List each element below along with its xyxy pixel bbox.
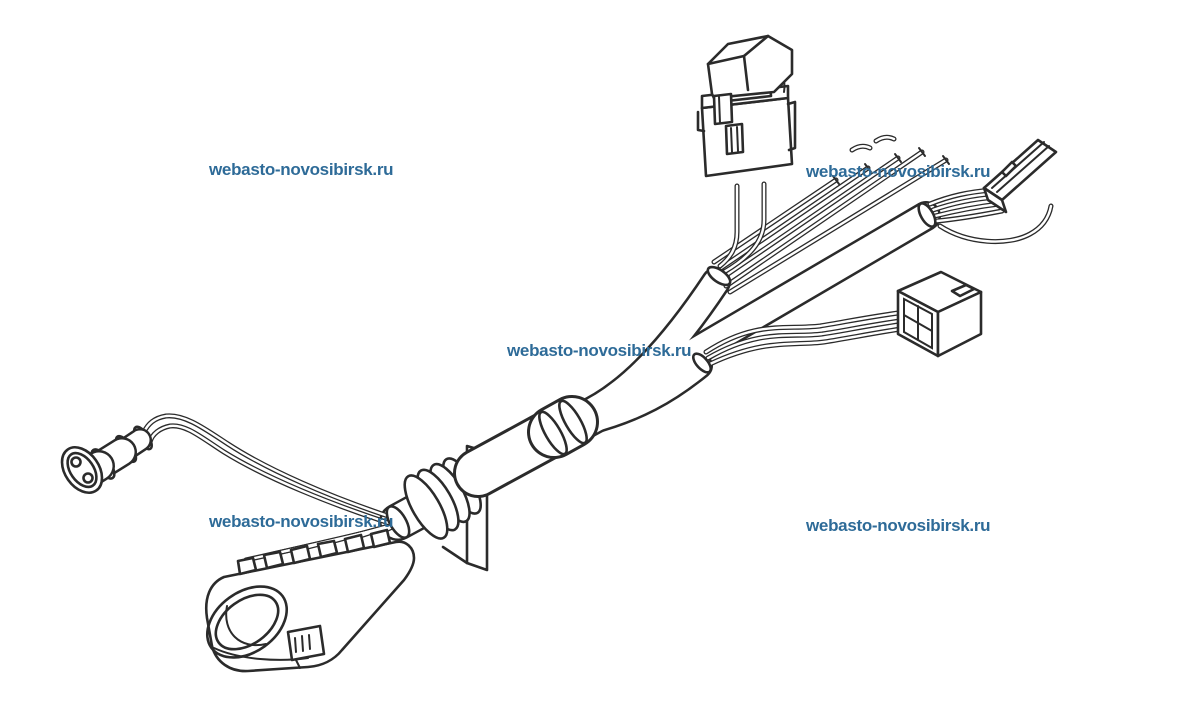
two-pin-round-connector (60, 425, 154, 494)
four-pin-square-connector (896, 270, 983, 358)
watermark: webasto-novosibirsk.ru (209, 160, 394, 179)
watermark: webasto-novosibirsk.ru (507, 341, 692, 360)
main-multi-pin-connector (204, 528, 416, 673)
watermark: webasto-novosibirsk.ru (209, 512, 394, 531)
fuse-holder (696, 34, 797, 178)
bulkhead-grommet-with-bracket (403, 397, 592, 572)
watermark: webasto-novosibirsk.ru (806, 162, 991, 181)
fuse-holder-wires (720, 184, 764, 272)
watermark: webasto-novosibirsk.ru (806, 516, 991, 535)
open-ended-wires (714, 137, 950, 292)
two-pin-connector-wires (144, 416, 394, 524)
flat-blade-connector (982, 138, 1058, 214)
sleeve-end-caps (385, 202, 937, 539)
